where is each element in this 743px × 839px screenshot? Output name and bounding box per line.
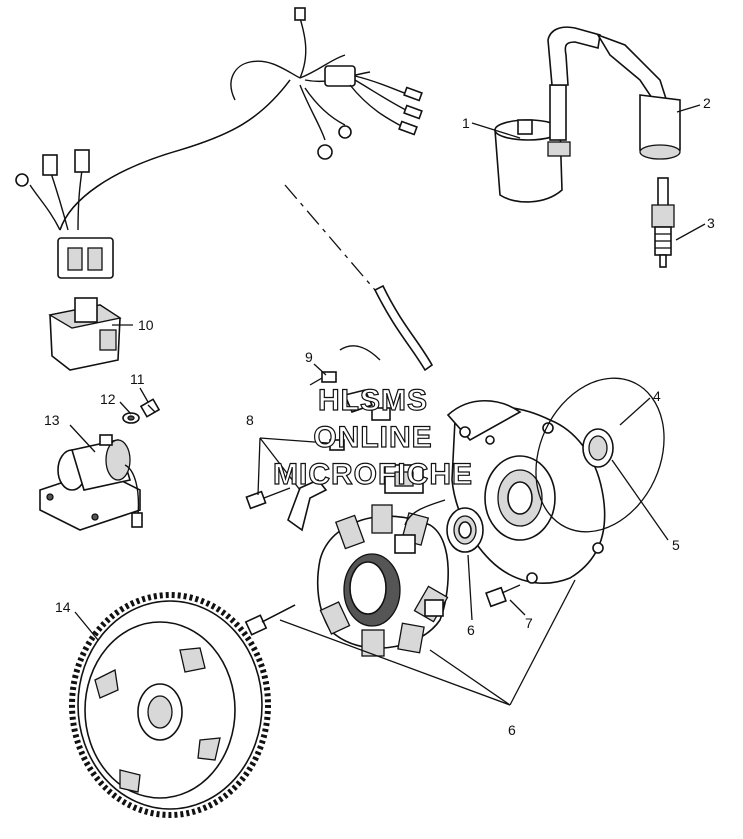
washer-12 [122, 412, 140, 424]
stator-bolt [244, 604, 296, 636]
stator-housing [446, 399, 606, 584]
gasket-ring [535, 377, 665, 533]
flywheel [69, 592, 271, 818]
callout-9: 9 [305, 349, 313, 365]
callout-13: 13 [44, 412, 60, 428]
callout-14: 14 [55, 599, 71, 615]
ring-terminal-icon [317, 144, 333, 160]
watermark-line-2: ONLINE [313, 421, 432, 454]
watermark: HLSMS ONLINE MICROFICHE [272, 383, 473, 491]
callout-11: 11 [130, 371, 145, 387]
callout-5: 5 [672, 537, 680, 553]
cdi-module [48, 297, 122, 371]
bolt-7 [485, 584, 521, 608]
oil-seal-6 [446, 507, 484, 553]
starter-solenoid [39, 434, 143, 531]
callout-4: 4 [653, 388, 661, 404]
spark-plug [651, 177, 675, 268]
leader-lines [69, 104, 706, 706]
oil-seal-5 [582, 428, 614, 468]
callout-7: 7 [525, 615, 533, 631]
stator-assembly [316, 499, 449, 657]
harness-main-connector [57, 237, 114, 279]
watermark-line-1: HLSMS [318, 384, 428, 417]
callout-6-seal: 6 [467, 622, 475, 638]
callout-1: 1 [462, 115, 470, 131]
callout-10: 10 [138, 317, 154, 333]
pickup-bracket-set [245, 345, 424, 532]
callout-labels: 1 2 3 4 5 6 7 8 9 10 11 12 13 14 6 [44, 95, 715, 738]
callout-12: 12 [100, 391, 116, 407]
callout-2: 2 [703, 95, 711, 111]
spark-plug-cap [596, 33, 681, 160]
callout-3: 3 [707, 215, 715, 231]
screw-11 [139, 398, 161, 418]
watermark-line-3: MICROFICHE [273, 458, 473, 491]
wiring-harness [15, 7, 434, 372]
callout-8: 8 [246, 412, 254, 428]
callout-6-stator: 6 [508, 722, 516, 738]
ignition-coil [494, 26, 601, 203]
inline-connector-block [324, 65, 356, 87]
bolt-9 [309, 371, 337, 386]
